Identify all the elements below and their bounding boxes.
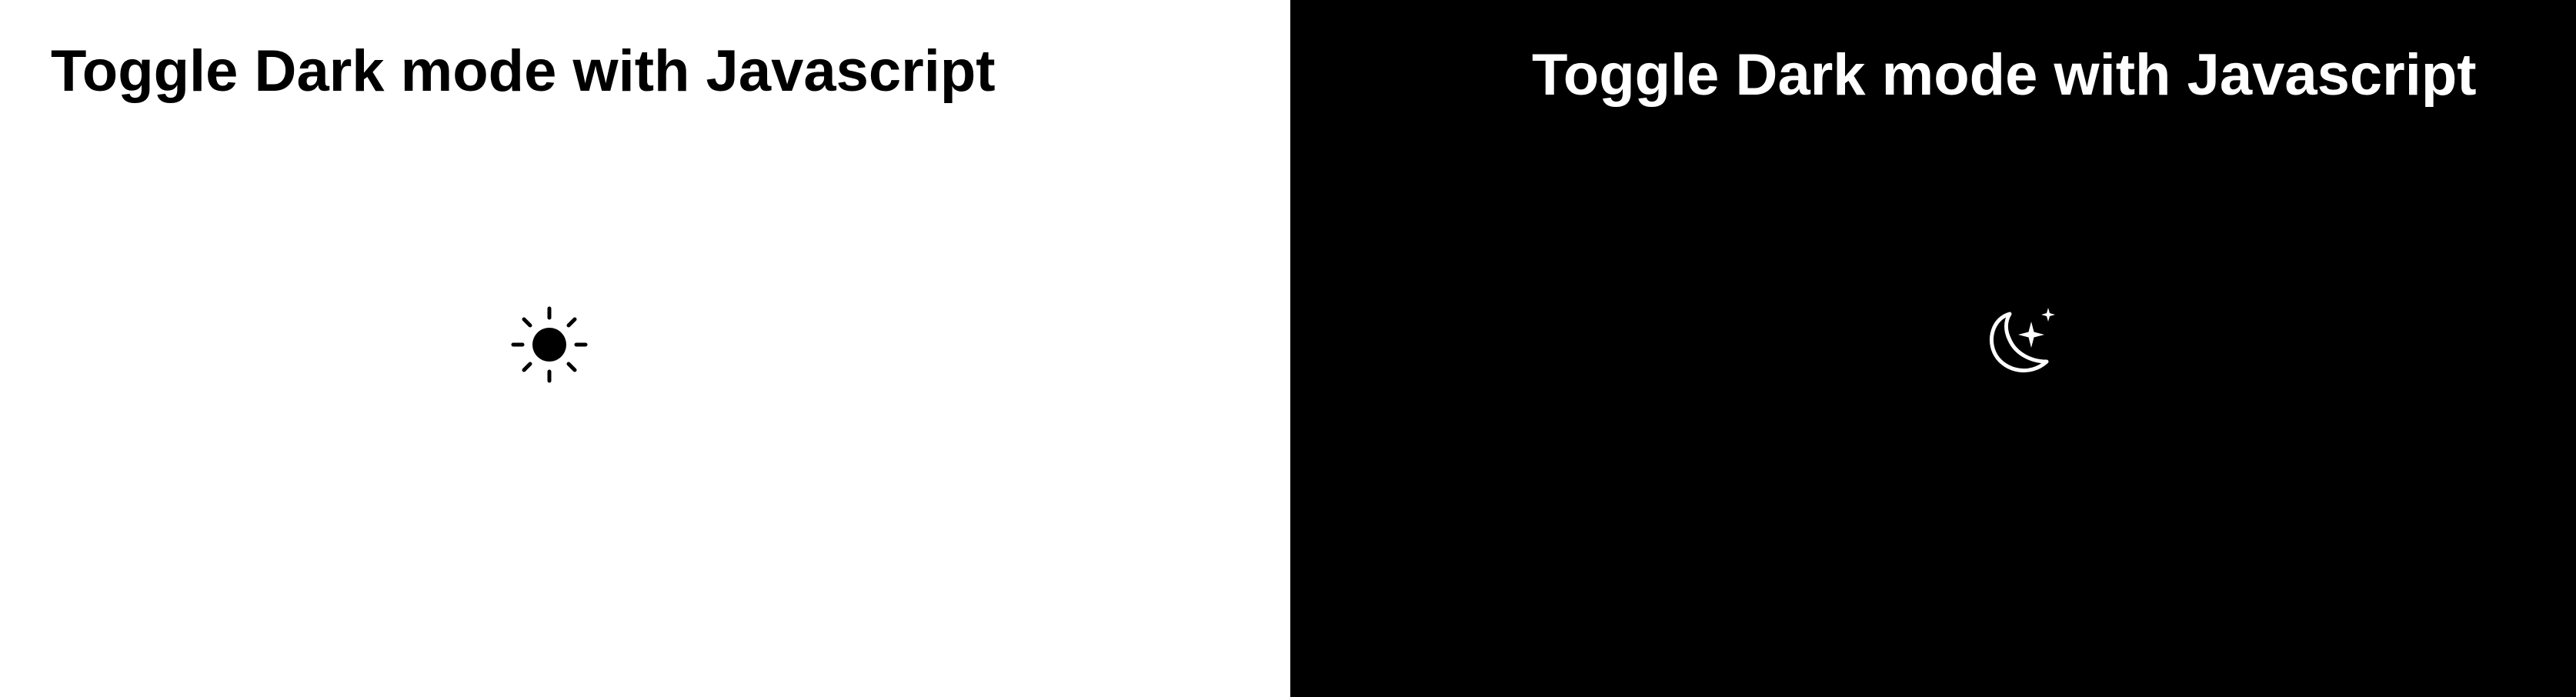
- theme-toggle-button[interactable]: [1982, 305, 2059, 382]
- sun-icon: [511, 306, 588, 383]
- theme-toggle-button[interactable]: [511, 306, 588, 383]
- moon-stars-icon: [1989, 308, 2055, 373]
- page-title: Toggle Dark mode with Javascript: [1532, 42, 2477, 108]
- page-title: Toggle Dark mode with Javascript: [51, 38, 996, 104]
- dark-mode-view: Toggle Dark mode with Javascript: [1290, 0, 2576, 697]
- light-mode-view: Toggle Dark mode with Javascript: [51, 38, 996, 383]
